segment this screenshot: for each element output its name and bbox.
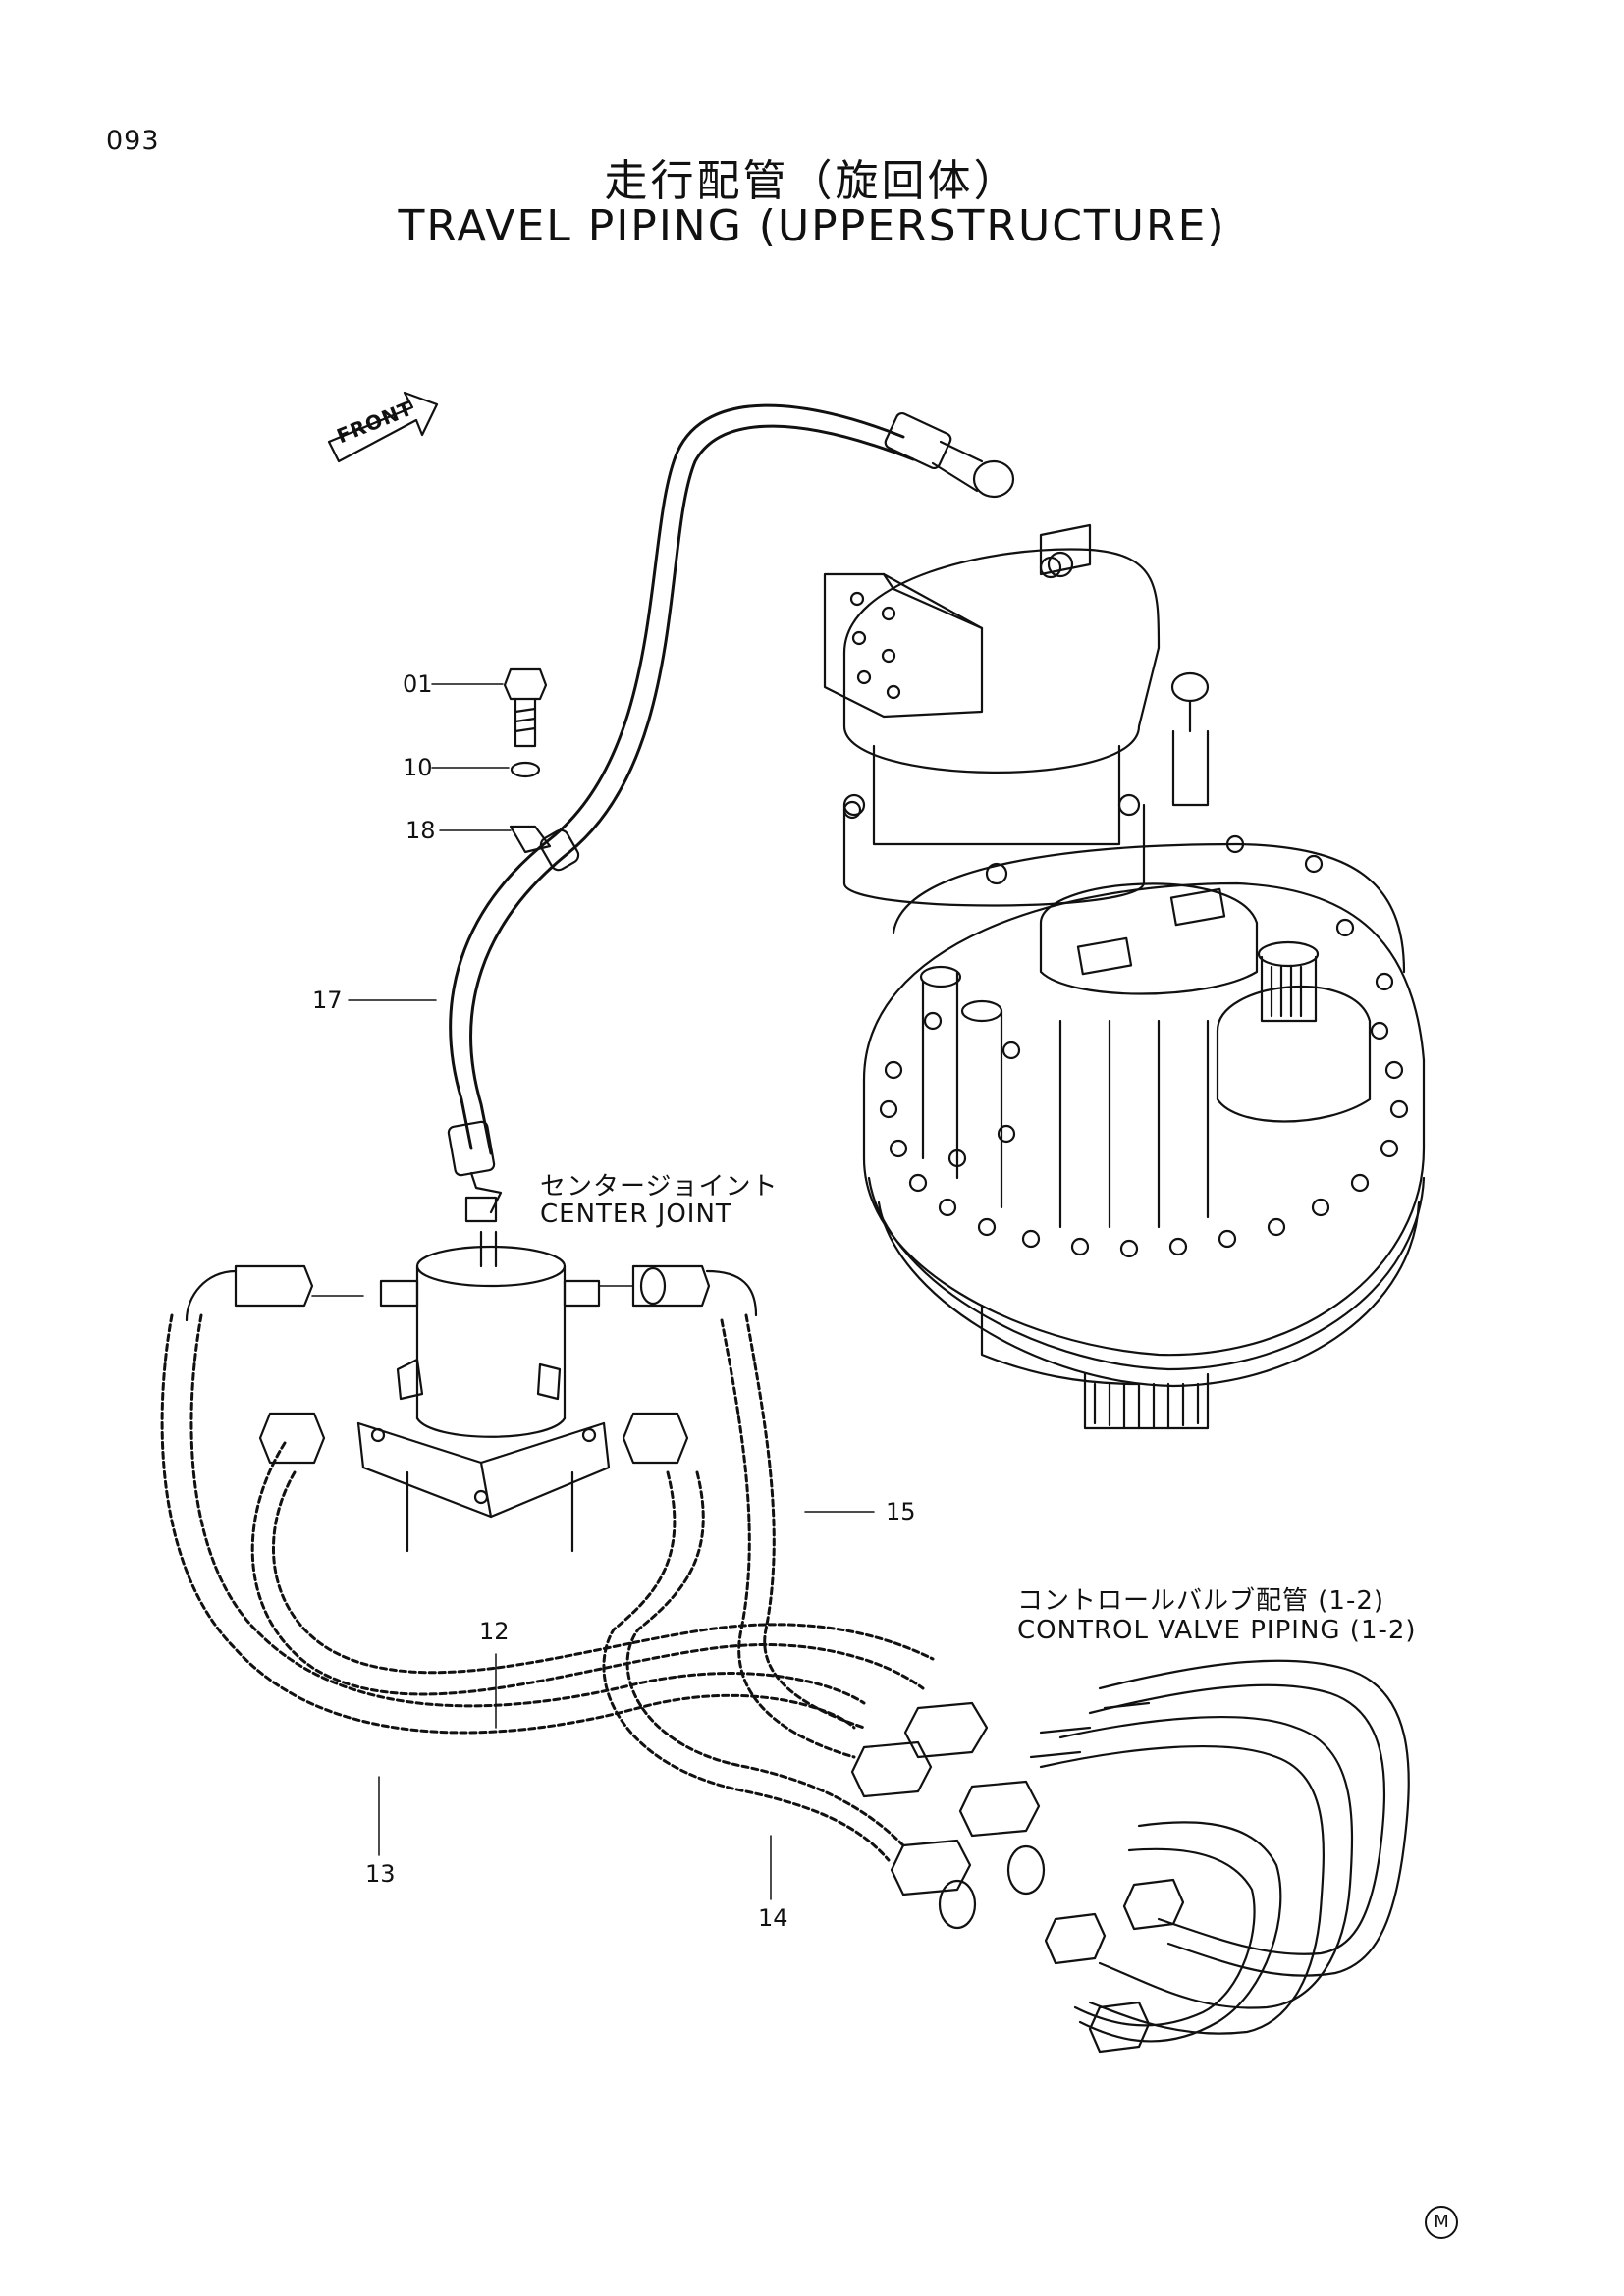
hose-12	[250, 1441, 935, 1696]
travel-motor	[823, 523, 1426, 1430]
hose-15	[720, 1313, 866, 1759]
control-valve-label-en: CONTROL VALVE PIPING (1-2)	[1017, 1616, 1417, 1645]
title-english: TRAVEL PIPING (UPPERSTRUCTURE)	[398, 201, 1226, 251]
hose-17	[447, 403, 1015, 1223]
callout-01: 01	[403, 670, 433, 698]
callout-18: 18	[406, 817, 436, 844]
corner-mark: M	[1425, 2206, 1458, 2239]
center-joint-label-en: CENTER JOINT	[540, 1200, 732, 1229]
callout-14: 14	[758, 1904, 788, 1932]
callout-13: 13	[365, 1860, 396, 1888]
callout-10: 10	[403, 754, 433, 781]
callout-12: 12	[479, 1618, 510, 1645]
washer-10	[510, 761, 541, 778]
page-number: 093	[106, 126, 160, 156]
front-arrow-icon	[327, 391, 439, 463]
callout-15: 15	[886, 1498, 916, 1525]
bolt-01	[503, 667, 548, 748]
fitting-upper-left	[185, 1264, 364, 1322]
center-joint-label-jp: センタージョイント	[540, 1172, 779, 1201]
hose-14	[602, 1470, 905, 1862]
control-valve-label-jp: コントロールバルブ配管 (1-2)	[1017, 1586, 1385, 1616]
hose-end-nuts	[258, 1412, 1046, 1930]
fitting-upper-right	[598, 1264, 758, 1317]
center-joint	[356, 1230, 611, 1553]
title-japanese: 走行配管（旋回体）	[604, 156, 1020, 206]
callout-17: 17	[312, 987, 343, 1014]
control-valve-piping	[1029, 1659, 1410, 2054]
